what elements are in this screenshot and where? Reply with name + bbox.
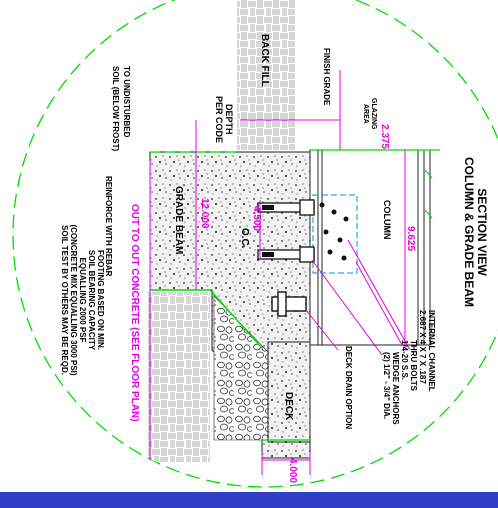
svg-text:2.687 X 4 X 7 X .187: 2.687 X 4 X 7 X .187 (418, 310, 427, 384)
dim-column-width: 9.625 (405, 226, 416, 251)
out-to-out-label: OUT TO OUT CONCRETE (SEE FLOOR PLAN) (129, 204, 140, 422)
column-label: COLUMN (382, 200, 392, 240)
bolts-callout: 1/4-20 S.S. THRU BOLTS (400, 340, 418, 392)
svg-text:SOIL BEARING CAPACITY: SOIL BEARING CAPACITY (87, 250, 96, 351)
depth-label: DEPTH (224, 104, 234, 135)
dim-grade-beam-width: 12.000 (199, 198, 210, 229)
bottom-bar (0, 492, 498, 508)
wedge-anchors (257, 199, 315, 263)
reinforce-label: REINFORCE WITH REBAR (104, 176, 113, 277)
dim-deck-depth: 4.000 (287, 458, 298, 483)
svg-text:WEDGE ANCHORS: WEDGE ANCHORS (391, 352, 400, 425)
thru-bolts (319, 202, 349, 261)
back-fill-label: BACK FILL (259, 34, 270, 87)
dim-anchor-spacing: 4.500 (251, 206, 262, 231)
svg-text:FOOTING BASED ON MIN.: FOOTING BASED ON MIN. (96, 250, 105, 350)
svg-text:THRU BOLTS: THRU BOLTS (409, 340, 418, 392)
svg-text:(CONCRETE MIX EQUALLING 3000 P: (CONCRETE MIX EQUALLING 3000 PSI) (69, 224, 78, 375)
soil-hatch-lower (148, 292, 210, 462)
view-title: SECTION VIEW (475, 188, 489, 276)
internal-channel (312, 194, 358, 274)
title-block: SECTION VIEW COLUMN & GRADE BEAM (462, 157, 489, 307)
backfill-hatch (237, 0, 295, 150)
deck-drain (271, 291, 307, 317)
svg-text:1/4-20 S.S.: 1/4-20 S.S. (400, 340, 409, 380)
to-undisturbed-label: TO UNDISTURBED (122, 66, 131, 138)
svg-text:INTERNAL CHANNEL: INTERNAL CHANNEL (427, 310, 436, 392)
svg-text:EQUALLING 2000 PSF: EQUALLING 2000 PSF (78, 258, 87, 343)
glazing-label: GLAZING (370, 98, 377, 130)
dimension-lines (149, 70, 411, 475)
column-frame (309, 149, 440, 346)
deck-drain-label: DECK DRAIN OPTION (344, 346, 353, 429)
dim-glazing-offset: 2.375 (379, 124, 390, 149)
area-label: AREA (362, 104, 369, 124)
per-code-label: PER CODE (214, 96, 224, 143)
section-view-drawing: SECTION VIEW COLUMN & GRADE BEAM BACK FI… (12, 0, 498, 488)
deck-slab (267, 341, 311, 443)
deck-label: DECK (283, 392, 294, 421)
svg-text:(2) 1/2" - 3/4" DIA.: (2) 1/2" - 3/4" DIA. (382, 352, 391, 419)
oc-label: O.C. (239, 228, 250, 249)
view-subtitle: COLUMN & GRADE BEAM (462, 157, 476, 307)
channel-callout: 2.687 X 4 X 7 X .187 INTERNAL CHANNEL (418, 310, 436, 392)
anchors-callout: (2) 1/2" - 3/4" DIA. WEDGE ANCHORS (382, 352, 400, 425)
grade-beam-label: GRADE BEAM (173, 186, 184, 254)
finish-grade-label: FINISH GRADE (322, 48, 331, 106)
footing-note: FOOTING BASED ON MIN. SOIL BEARING CAPAC… (60, 224, 105, 375)
svg-text:SOIL TEST BY OTHERS MAY BE REQ: SOIL TEST BY OTHERS MAY BE REQD. (60, 225, 69, 375)
soil-below-frost-label: SOIL (BELOW FROST) (111, 66, 120, 152)
